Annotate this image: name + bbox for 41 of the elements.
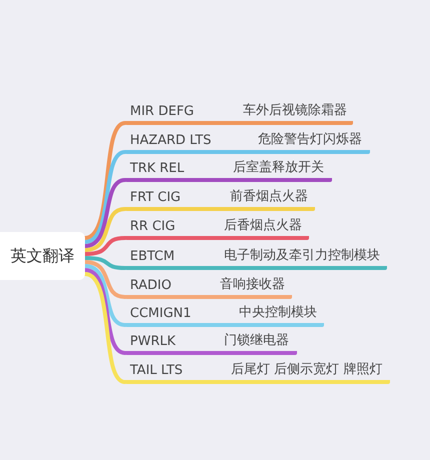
- term-label: MIR DEFG: [130, 104, 194, 119]
- branch-line: [125, 130, 370, 154]
- translation-label: 中央控制模块: [239, 304, 317, 321]
- branch-connector: [83, 264, 127, 327]
- term-label: CCMIGN1: [130, 306, 192, 321]
- translation-label: 电子制动及牵引力控制模块: [224, 247, 380, 264]
- branch-line: [125, 158, 332, 182]
- branch-line: [125, 246, 387, 270]
- branch-connector: [83, 268, 127, 355]
- translation-label: 危险警告灯闪烁器: [258, 131, 362, 148]
- term-label: TRK REL: [130, 161, 184, 176]
- branch-connector: [83, 256, 127, 270]
- translation-label: 后尾灯 后侧示宽灯 牌照灯: [231, 361, 382, 378]
- translation-label: 后香烟点火器: [224, 217, 302, 234]
- term-label: PWRLK: [130, 334, 176, 349]
- branch-line: [125, 360, 390, 384]
- translation-label: 后室盖释放开关: [233, 159, 324, 176]
- branch-line: [125, 275, 292, 299]
- term-label: TAIL LTS: [130, 363, 183, 378]
- branch-connector: [83, 272, 127, 384]
- branch-connector: [83, 260, 127, 299]
- term-label: EBTCM: [130, 249, 175, 264]
- translation-label: 前香烟点火器: [230, 188, 308, 205]
- branch-connector: [83, 121, 127, 240]
- root-box: 英文翻译: [0, 232, 85, 280]
- branch-connector: [83, 178, 127, 248]
- term-label: RR CIG: [130, 219, 176, 234]
- branch-line: [125, 303, 324, 327]
- term-label: FRT CIG: [130, 190, 181, 205]
- translation-label: 音响接收器: [220, 276, 285, 293]
- term-label: HAZARD LTS: [130, 133, 212, 148]
- translation-label: 车外后视镜除霜器: [243, 102, 347, 119]
- branch-line: [125, 331, 297, 355]
- branch-connector: [83, 207, 127, 252]
- term-label: RADIO: [130, 278, 172, 293]
- branch-connector: [83, 236, 127, 256]
- translation-label: 门锁继电器: [224, 332, 289, 349]
- branch-line: [125, 216, 309, 240]
- branch-line: [125, 101, 353, 125]
- branch-connector: [83, 150, 127, 244]
- branch-line: [125, 187, 315, 211]
